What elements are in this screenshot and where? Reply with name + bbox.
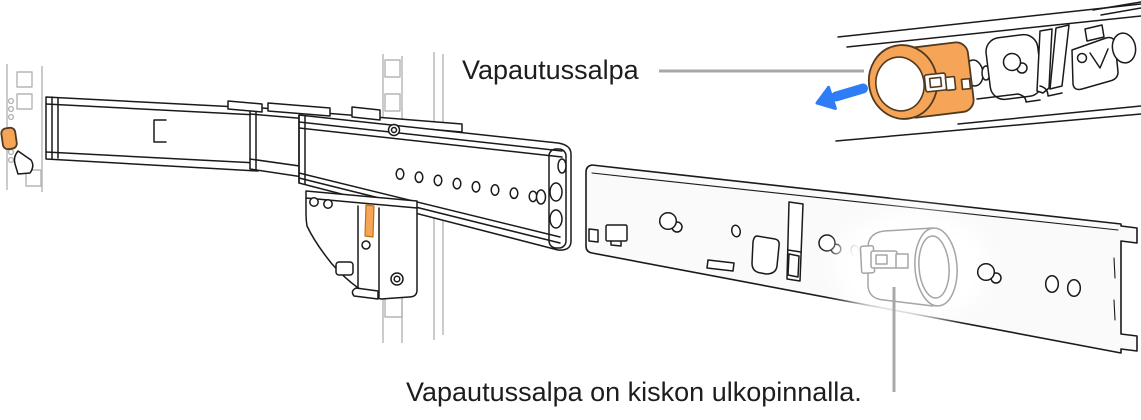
mounting-bracket bbox=[305, 190, 418, 300]
inset-rail-closeup bbox=[815, 1, 1141, 142]
release-latch-closeup bbox=[867, 41, 975, 120]
latch-location-caption: Vapautussalpa on kiskon ulkopinnalla. bbox=[406, 377, 862, 407]
top-mounting-tabs bbox=[227, 100, 381, 121]
keyhole-cutout-2 bbox=[818, 234, 842, 255]
left-arrow-icon bbox=[815, 83, 868, 110]
release-latch-front-post bbox=[0, 126, 34, 175]
inner-slide-section bbox=[45, 96, 259, 172]
keyhole-cutout-3 bbox=[976, 262, 1002, 284]
latch-highlight-strip bbox=[364, 204, 375, 238]
slide-rail-assembly bbox=[0, 96, 572, 300]
release-latch-outer-surface bbox=[834, 212, 990, 322]
latch-mechanism bbox=[964, 24, 1137, 103]
outer-rail-panel bbox=[585, 164, 1138, 354]
mounting-screw-top bbox=[387, 123, 401, 137]
keyhole-cutout-1 bbox=[658, 211, 683, 233]
outer-rail-member bbox=[298, 114, 572, 251]
release-latch-label: Vapautussalpa bbox=[462, 55, 639, 85]
left-rack-post bbox=[6, 64, 43, 192]
